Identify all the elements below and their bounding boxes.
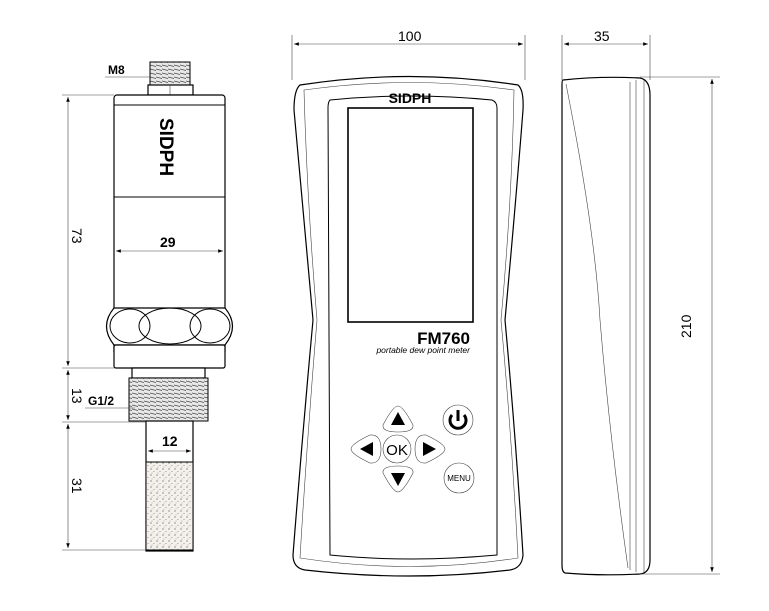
display-screen (347, 107, 474, 323)
dim-73: 73 (69, 228, 85, 244)
down-button[interactable] (382, 465, 414, 493)
power-icon (448, 410, 468, 430)
arrow-right-icon (423, 442, 436, 456)
right-button[interactable] (414, 434, 446, 464)
g12-label: G1/2 (88, 394, 114, 408)
arrow-left-icon (360, 442, 373, 456)
meter-logo: SIDPH (389, 90, 432, 106)
m8-connector (149, 61, 191, 86)
dim-29: 29 (160, 234, 176, 250)
side-housing (561, 76, 651, 576)
meter-front-view: 100 SIDPH FM760 portable dew point meter… (291, 28, 526, 577)
menu-button[interactable]: MENU (443, 462, 475, 494)
model-name: FM760 (417, 329, 470, 348)
g12-thread (128, 377, 209, 422)
power-button[interactable] (442, 404, 474, 436)
sintered-filter (145, 461, 194, 551)
probe-logo: SIDPH (155, 118, 176, 176)
dim-35: 35 (594, 28, 610, 44)
arrow-down-icon (391, 473, 405, 486)
meter-side-view: 35 210 (561, 28, 720, 576)
dim-31: 31 (69, 478, 85, 494)
menu-label: MENU (447, 474, 471, 483)
ok-button[interactable]: OK (382, 434, 412, 464)
m8-label: M8 (108, 63, 125, 77)
dim-210: 210 (678, 314, 694, 338)
arrow-up-icon (391, 412, 405, 425)
dim-12: 12 (162, 433, 178, 449)
left-button[interactable] (350, 434, 382, 464)
front-panel (327, 95, 498, 560)
probe-drawing: M8 SIDPH 29 G1/2 12 73 13 31 (62, 61, 234, 552)
dim-100: 100 (398, 28, 422, 44)
ok-label: OK (386, 442, 408, 459)
dim-13: 13 (69, 388, 85, 404)
model-subtitle: portable dew point meter (375, 345, 471, 355)
hex-nut (105, 307, 234, 346)
up-button[interactable] (382, 405, 414, 433)
